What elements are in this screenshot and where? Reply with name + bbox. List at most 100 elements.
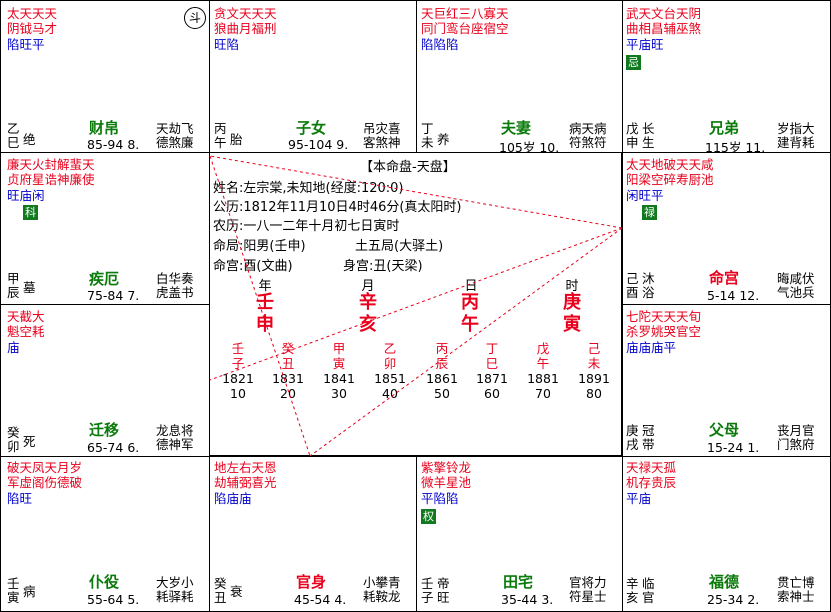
palace-name: 财帛	[89, 119, 120, 137]
palace-name: 兄弟	[709, 119, 740, 137]
stem-branch: 甲辰	[7, 271, 20, 300]
palace-name: 仆役	[89, 573, 120, 591]
sihua-ji-badge: 忌	[626, 55, 641, 70]
stars-row-2: 劫辅弼喜光	[214, 475, 277, 490]
stars-row-2: 军虚阁伤德破	[7, 475, 83, 490]
pillar-day: 丙午	[461, 292, 479, 335]
stars-row-2: 贞府星诰神廉使	[7, 172, 95, 187]
palace-cell-hai[interactable]: 天禄天孤 机存贵辰 平庙 辛亥 临官 福德 25-34 2. 贯亡博索神士	[622, 456, 831, 612]
stars-row-2: 狼曲月福刑	[214, 21, 277, 36]
palace-name: 子女	[296, 119, 327, 137]
stars-row-1: 天截大	[7, 309, 45, 324]
palace-name: 父母	[709, 421, 740, 439]
info-wuxing-ju: 土五局(大驿土)	[355, 239, 444, 254]
palace-cell-you[interactable]: 太天地破天天咸 阳梁空碎寿厨池 闲旺平 禄 己酉 沐浴 命宫 5-14 12. …	[622, 152, 831, 305]
life-stage: 病	[23, 584, 36, 599]
stars-row-2: 微羊星池	[421, 475, 472, 490]
stars-row-2: 阴钺马才	[7, 21, 58, 36]
stem-branch: 壬寅	[7, 576, 20, 605]
life-stage: 墓	[23, 280, 36, 295]
gods-block: 岁指大建背耗	[777, 121, 815, 150]
gods-block: 官将力符星士	[569, 575, 607, 604]
stars-row-1: 紫擎铃龙	[421, 460, 472, 475]
stars-row-2: 机存贵辰	[626, 475, 677, 490]
palace-cell-wu[interactable]: 贪文天天天 狼曲月福刑 旺陷 丙午 胎 子女 95-104 9. 吊灾喜客煞神	[209, 0, 417, 153]
stars-row-1: 太天天天	[7, 6, 58, 21]
age-range: 105岁 10.	[499, 140, 560, 153]
stem-branch: 己酉	[626, 271, 639, 300]
stars-row-1: 武天文台天阴	[626, 6, 702, 21]
brightness-row: 平陷陷	[421, 491, 459, 506]
stem-branch: 癸卯	[7, 425, 20, 454]
palace-cell-yin[interactable]: 破天凤天月岁 军虚阁伤德破 陷旺 壬寅 病 仆役 55-64 5. 大岁小耗驿耗	[0, 456, 210, 612]
stem-branch: 庚戌	[626, 423, 639, 452]
brightness-row: 旺陷	[214, 37, 240, 52]
gods-block: 天劫飞德煞廉	[156, 121, 194, 150]
brightness-row: 陷旺	[7, 491, 33, 506]
age-range: 45-54 4.	[294, 592, 347, 607]
age-range: 95-104 9.	[288, 137, 349, 152]
stem-branch: 戊申	[626, 121, 639, 150]
palace-cell-si[interactable]: 太天天天 阴钺马才 陷旺平 斗 乙巳 绝 财帛 85-94 8. 天劫飞德煞廉	[0, 0, 210, 153]
palace-cell-mao[interactable]: 天截大 魁空耗 庙 癸卯 死 迁移 65-74 6. 龙息将德神军	[0, 304, 210, 457]
stars-row-2: 阳梁空碎寿厨池	[626, 172, 714, 187]
brightness-row: 庙	[7, 340, 20, 355]
brightness-row: 庙庙庙平	[626, 340, 677, 355]
palace-cell-shen[interactable]: 武天文台天阴 曲相昌辅巫煞 平庙旺 忌 戊申 长生 兄弟 115岁 11. 岁指…	[622, 0, 831, 153]
age-range: 5-14 12.	[707, 288, 760, 303]
brightness-row: 平庙旺	[626, 37, 664, 52]
life-stage: 冠带	[642, 423, 655, 452]
gods-block: 晦咸伏气池兵	[777, 271, 815, 300]
sihua-lu-badge: 禄	[642, 205, 657, 220]
brightness-row: 平庙	[626, 491, 652, 506]
palace-cell-xu[interactable]: 七陀天天天旬 杀罗姚哭官空 庙庙庙平 庚戌 冠带 父母 15-24 1. 丧月官…	[622, 304, 831, 457]
gods-block: 贯亡博索神士	[777, 575, 815, 604]
life-stage: 衰	[230, 584, 243, 599]
stars-row-1: 地左右天恩	[214, 460, 277, 475]
gods-block: 龙息将德神军	[156, 423, 194, 452]
stem-branch: 乙巳	[7, 121, 20, 150]
gods-block: 丧月官门煞府	[777, 423, 815, 452]
palace-name: 迁移	[89, 421, 120, 439]
palace-name: 夫妻	[501, 119, 532, 137]
palace-name: 田宅	[503, 573, 534, 591]
stem-branch: 丙午	[214, 121, 227, 150]
pillar-month: 辛亥	[359, 292, 377, 335]
stem-branch: 壬子	[421, 576, 434, 605]
stars-row-2: 同门鸾台座宿空	[421, 21, 509, 36]
age-range: 25-34 2.	[707, 592, 760, 607]
info-minggong: 命宫:酉(文曲)	[213, 259, 293, 274]
info-mingju: 命局:阳男(壬申)	[213, 239, 306, 254]
age-range: 115岁 11.	[705, 140, 766, 153]
stars-row-2: 杀罗姚哭官空	[626, 324, 702, 339]
palace-name-guanshen: 官身	[296, 573, 327, 591]
sihua-quan-badge: 权	[421, 509, 436, 524]
brightness-row: 陷旺平	[7, 37, 45, 52]
gods-block: 病天病符煞符	[569, 121, 607, 150]
palace-cell-chou[interactable]: 地左右天恩 劫辅弼喜光 陷庙庙 癸丑 衰 官身 45-54 4. 小攀青耗鞍龙	[209, 456, 417, 612]
gods-block: 大岁小耗驿耗	[156, 575, 194, 604]
palace-cell-wei[interactable]: 天巨红三八寡天 同门鸾台座宿空 陷陷陷 丁未 养 夫妻 105岁 10. 病天病…	[416, 0, 623, 153]
stem-branch: 丁未	[421, 121, 434, 150]
brightness-row: 陷庙庙	[214, 491, 252, 506]
palace-cell-zi[interactable]: 紫擎铃龙 微羊星池 平陷陷 权 壬子 帝旺 田宅 35-44 3. 官将力符星士	[416, 456, 623, 612]
brightness-row: 闲旺平	[626, 188, 664, 203]
pillar-hour: 庚寅	[563, 292, 581, 335]
stars-row-1: 廉天火封解蜚天	[7, 157, 95, 172]
age-range: 65-74 6.	[87, 440, 140, 455]
life-stage: 长生	[642, 121, 655, 150]
palace-name: 疾厄	[89, 270, 120, 288]
gods-block: 白华奏虎盖书	[156, 271, 194, 300]
life-stage: 养	[437, 132, 450, 147]
life-stage: 绝	[23, 132, 36, 147]
palace-name-ming: 命宫	[709, 269, 740, 287]
palace-name: 福德	[709, 573, 740, 591]
stars-row-1: 七陀天天天旬	[626, 309, 702, 324]
palace-cell-chen[interactable]: 廉天火封解蜚天 贞府星诰神廉使 旺庙闲 科 甲辰 墓 疾厄 75-84 7. 白…	[0, 152, 210, 305]
